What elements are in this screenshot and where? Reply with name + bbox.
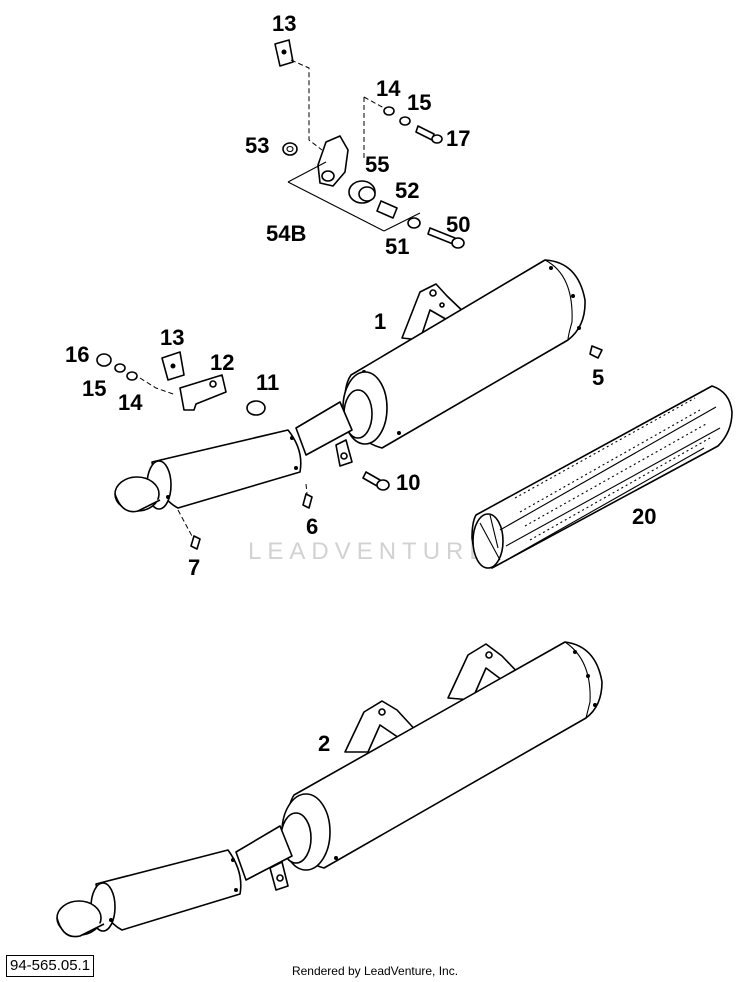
screw-part-7 [190,535,201,550]
callout-52: 52 [395,178,419,203]
callout-50: 50 [446,212,470,237]
callout-7: 7 [188,555,200,580]
callout-14-top: 14 [376,76,401,101]
muffler-part-2 [56,641,603,938]
callout-12: 12 [210,350,234,375]
callout-17: 17 [446,126,470,151]
bolt-part-5 [589,345,603,359]
callout-13-mid: 13 [160,325,184,350]
render-credit-text: Rendered by LeadVenture, Inc. [291,964,459,978]
nut-part-16 [96,353,112,367]
washer-part-51 [407,217,421,229]
callout-14-mid: 14 [118,390,143,415]
callout-51: 51 [385,234,409,259]
callout-13-top: 13 [272,11,296,36]
lockwasher-part-15-top [399,116,411,126]
callout-5: 5 [592,365,604,390]
callout-15-mid: 15 [82,376,106,401]
muffler-part-1 [114,259,586,513]
bracket-part-12 [179,374,227,411]
callout-55: 55 [365,152,389,177]
lockwasher-part-15-mid [114,363,126,373]
screw-part-6 [302,493,313,509]
nut-part-53 [282,142,298,156]
callout-2: 2 [318,731,330,756]
callout-6: 6 [306,514,318,539]
bracket-assembly-top [274,39,465,249]
callout-15-top: 15 [407,90,431,115]
callout-54b: 54B [266,221,306,246]
callout-53: 53 [245,133,269,158]
callout-16: 16 [65,342,89,367]
watermark-text: LEADVENTURE [248,538,491,565]
hardware-mid [96,345,603,550]
bolt-part-17 [415,125,435,141]
callout-20: 20 [632,504,656,529]
washer-part-11 [246,400,266,416]
callout-10: 10 [396,470,420,495]
callout-1: 1 [374,309,386,334]
washer-part-14-top [383,106,395,116]
callout-11: 11 [256,370,279,395]
spacer-part-52 [376,200,398,219]
heat-wrap-part-20 [471,385,733,569]
washer-part-14-mid [126,371,138,381]
drawing-code-label: 94-565.05.1 [6,955,95,977]
